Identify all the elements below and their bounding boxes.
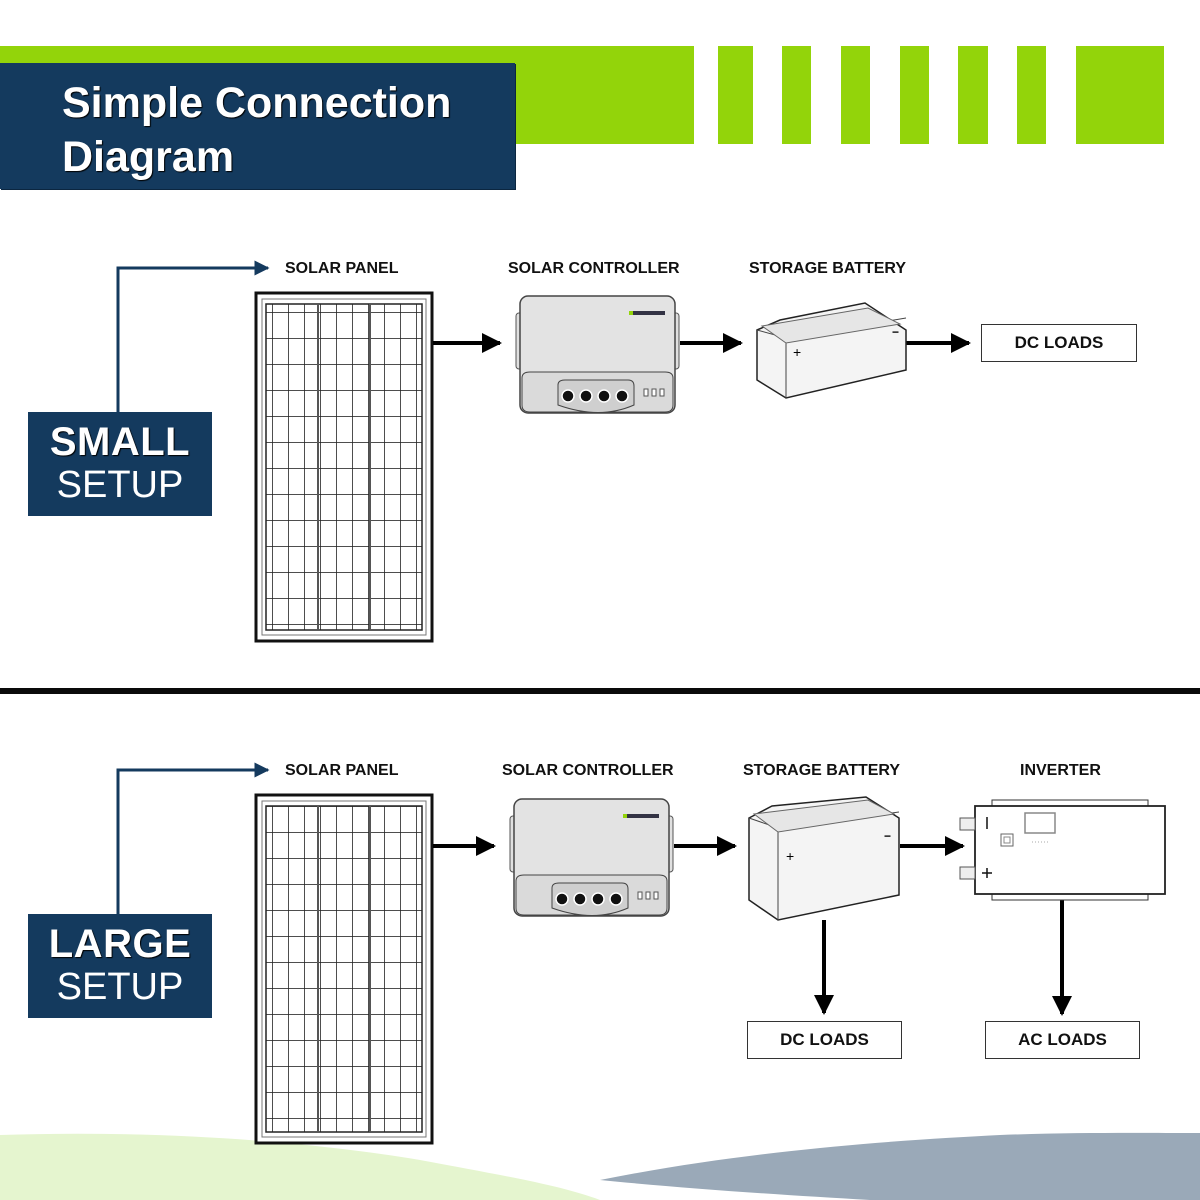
blue-wave <box>600 1132 1200 1200</box>
header-green-stripe <box>782 46 811 144</box>
page-title: Simple Connection Diagram <box>62 76 451 184</box>
battery-positive-terminal: + <box>786 848 795 864</box>
small-dc-loads-box: DC LOADS <box>981 324 1137 362</box>
green-wave <box>0 1133 600 1200</box>
large-ac-loads-box: AC LOADS <box>985 1021 1140 1059</box>
small-setup-title: SMALL <box>49 420 191 464</box>
large-solar-controller-label: SOLAR CONTROLLER <box>502 762 674 779</box>
header-green-stripe <box>718 46 753 144</box>
small-solar-controller-label: SOLAR CONTROLLER <box>508 260 680 277</box>
battery-icon <box>756 302 907 399</box>
large-setup-title: LARGE <box>48 922 192 966</box>
large-solar-panel-label: SOLAR PANEL <box>285 762 399 779</box>
battery-negative-terminal: − <box>892 325 900 339</box>
charge-controller-icon <box>509 798 674 917</box>
section-divider <box>0 688 1200 694</box>
small-setup-subtitle: SETUP <box>56 464 184 506</box>
title-line-1: Simple Connection <box>62 79 452 127</box>
title-banner <box>0 63 515 189</box>
small-solar-panel-label: SOLAR PANEL <box>285 260 399 277</box>
header-green-stripe <box>841 46 870 144</box>
header-green-stripe <box>1076 46 1164 144</box>
battery-negative-terminal: − <box>884 829 892 843</box>
title-line-2: Diagram <box>62 133 235 181</box>
solar-panel-icon <box>254 793 434 1145</box>
large-setup-subtitle: SETUP <box>56 966 184 1008</box>
solar-panel-icon <box>254 291 434 643</box>
charge-controller-icon <box>515 295 680 414</box>
battery-positive-terminal: + <box>793 344 802 360</box>
large-dc-loads-box: DC LOADS <box>747 1021 902 1059</box>
battery-icon <box>748 796 900 921</box>
header-green-stripe <box>900 46 929 144</box>
large-storage-battery-label: STORAGE BATTERY <box>743 762 901 779</box>
header-green-stripe <box>958 46 988 144</box>
small-setup-connector <box>116 260 270 412</box>
large-inverter-label: INVERTER <box>1020 762 1101 779</box>
large-setup-badge: LARGE SETUP <box>28 914 212 1018</box>
small-storage-battery-label: STORAGE BATTERY <box>749 260 907 277</box>
small-setup-badge: SMALL SETUP <box>28 412 212 516</box>
inverter-icon <box>959 799 1166 901</box>
header-green-stripe <box>1017 46 1046 144</box>
large-setup-connector <box>116 762 270 914</box>
